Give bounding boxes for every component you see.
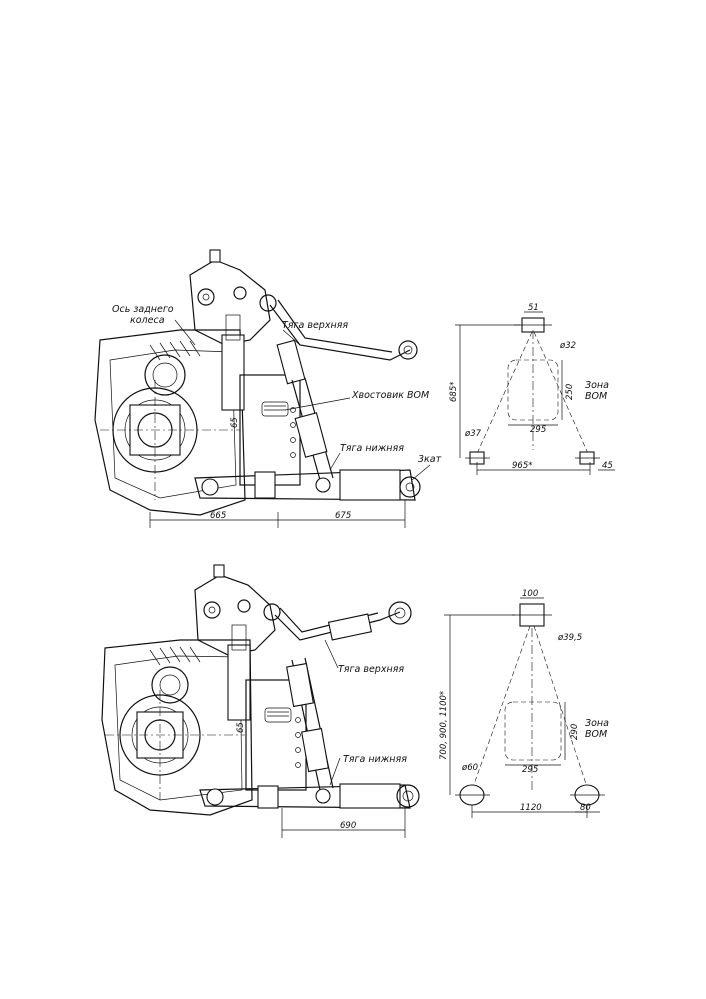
dim-d60: ø60 — [461, 763, 478, 773]
bottom-side-view — [101, 564, 420, 838]
upper-link-label-bottom: Тяга верхняя — [338, 664, 404, 675]
dim-295-bottom: 295 — [522, 765, 538, 775]
pto-shaft-label: Хвостовик ВОМ — [351, 390, 429, 401]
pto-zone-label-top: Зона ВОМ — [585, 380, 612, 402]
top-side-view — [94, 249, 431, 528]
dim-675: 675 — [335, 511, 351, 521]
top-front-view — [455, 311, 615, 475]
dim-d32: ø32 — [559, 341, 576, 351]
dim-45: 45 — [602, 461, 613, 471]
pto-zone-label-bottom: Зона ВОМ — [585, 718, 612, 740]
upper-link-label-top: Тяга верхняя — [282, 320, 348, 331]
category-label: 3кат — [418, 454, 442, 465]
dim-1120: 1120 — [520, 803, 542, 813]
bottom-front-view — [444, 597, 605, 818]
axle-label-b: колеса — [130, 315, 165, 326]
lower-link-label-top: Тяга нижняя — [340, 443, 404, 454]
axle-label: Ось заднего колеса — [112, 304, 177, 326]
dim-290: 290 — [570, 724, 580, 740]
dim-250: 250 — [565, 384, 575, 400]
lower-link-label-bottom: Тяга нижняя — [343, 754, 407, 765]
dim-d395: ø39,5 — [557, 633, 582, 643]
dim-100: 100 — [522, 589, 538, 599]
dim-965: 965* — [512, 461, 532, 471]
dim-295-top: 295 — [530, 425, 546, 435]
dim-d37: ø37 — [464, 429, 482, 439]
dim-65-top: 65 — [230, 417, 240, 428]
dim-690: 690 — [340, 821, 356, 831]
dim-65-bottom: 65 — [236, 722, 246, 733]
dim-665: 665 — [210, 511, 226, 521]
axle-label-a: Ось заднего — [112, 304, 174, 315]
dim-51: 51 — [528, 303, 539, 313]
dim-height-options: 700, 900, 1100* — [439, 691, 449, 760]
dim-685: 685* — [449, 382, 459, 402]
dim-80: 80 — [580, 803, 591, 813]
